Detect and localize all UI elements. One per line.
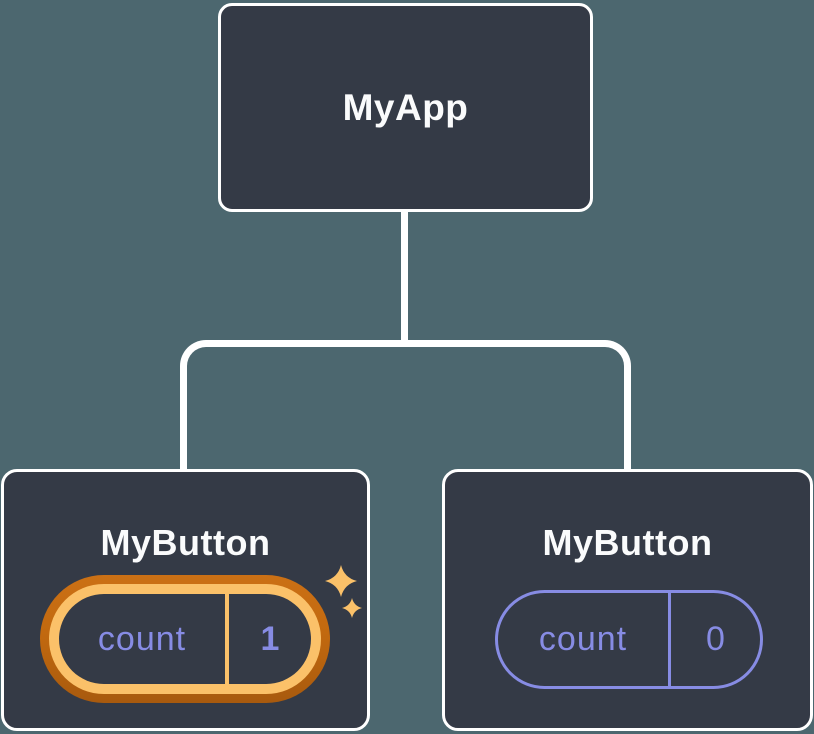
- connector-branch: [180, 340, 631, 472]
- connector-stem: [401, 210, 408, 346]
- node-mybutton-default: MyButton count 0: [442, 469, 813, 731]
- state-pill-highlight-ring: count 1: [49, 584, 321, 694]
- state-value-cell: 0: [668, 593, 760, 686]
- state-key-label: count: [97, 619, 187, 658]
- node-mybutton-default-label: MyButton: [542, 522, 713, 563]
- state-key-label: count: [538, 620, 628, 658]
- state-pill-body: count 1: [59, 594, 311, 684]
- state-pill-default: count 0: [495, 590, 763, 689]
- state-value: 0: [706, 620, 725, 658]
- state-value: 1: [260, 619, 280, 658]
- state-key-cell: count: [498, 593, 668, 686]
- node-mybutton-highlighted-label: MyButton: [100, 522, 271, 563]
- node-mybutton-highlighted: MyButton count 1: [1, 469, 370, 731]
- node-myapp: MyApp: [218, 3, 593, 212]
- state-pill-highlighted: count 1: [40, 575, 330, 703]
- state-key-cell: count: [59, 594, 225, 684]
- node-myapp-label: MyApp: [342, 86, 469, 128]
- state-value-cell: 1: [225, 594, 311, 684]
- sparkles-icon: [325, 565, 362, 618]
